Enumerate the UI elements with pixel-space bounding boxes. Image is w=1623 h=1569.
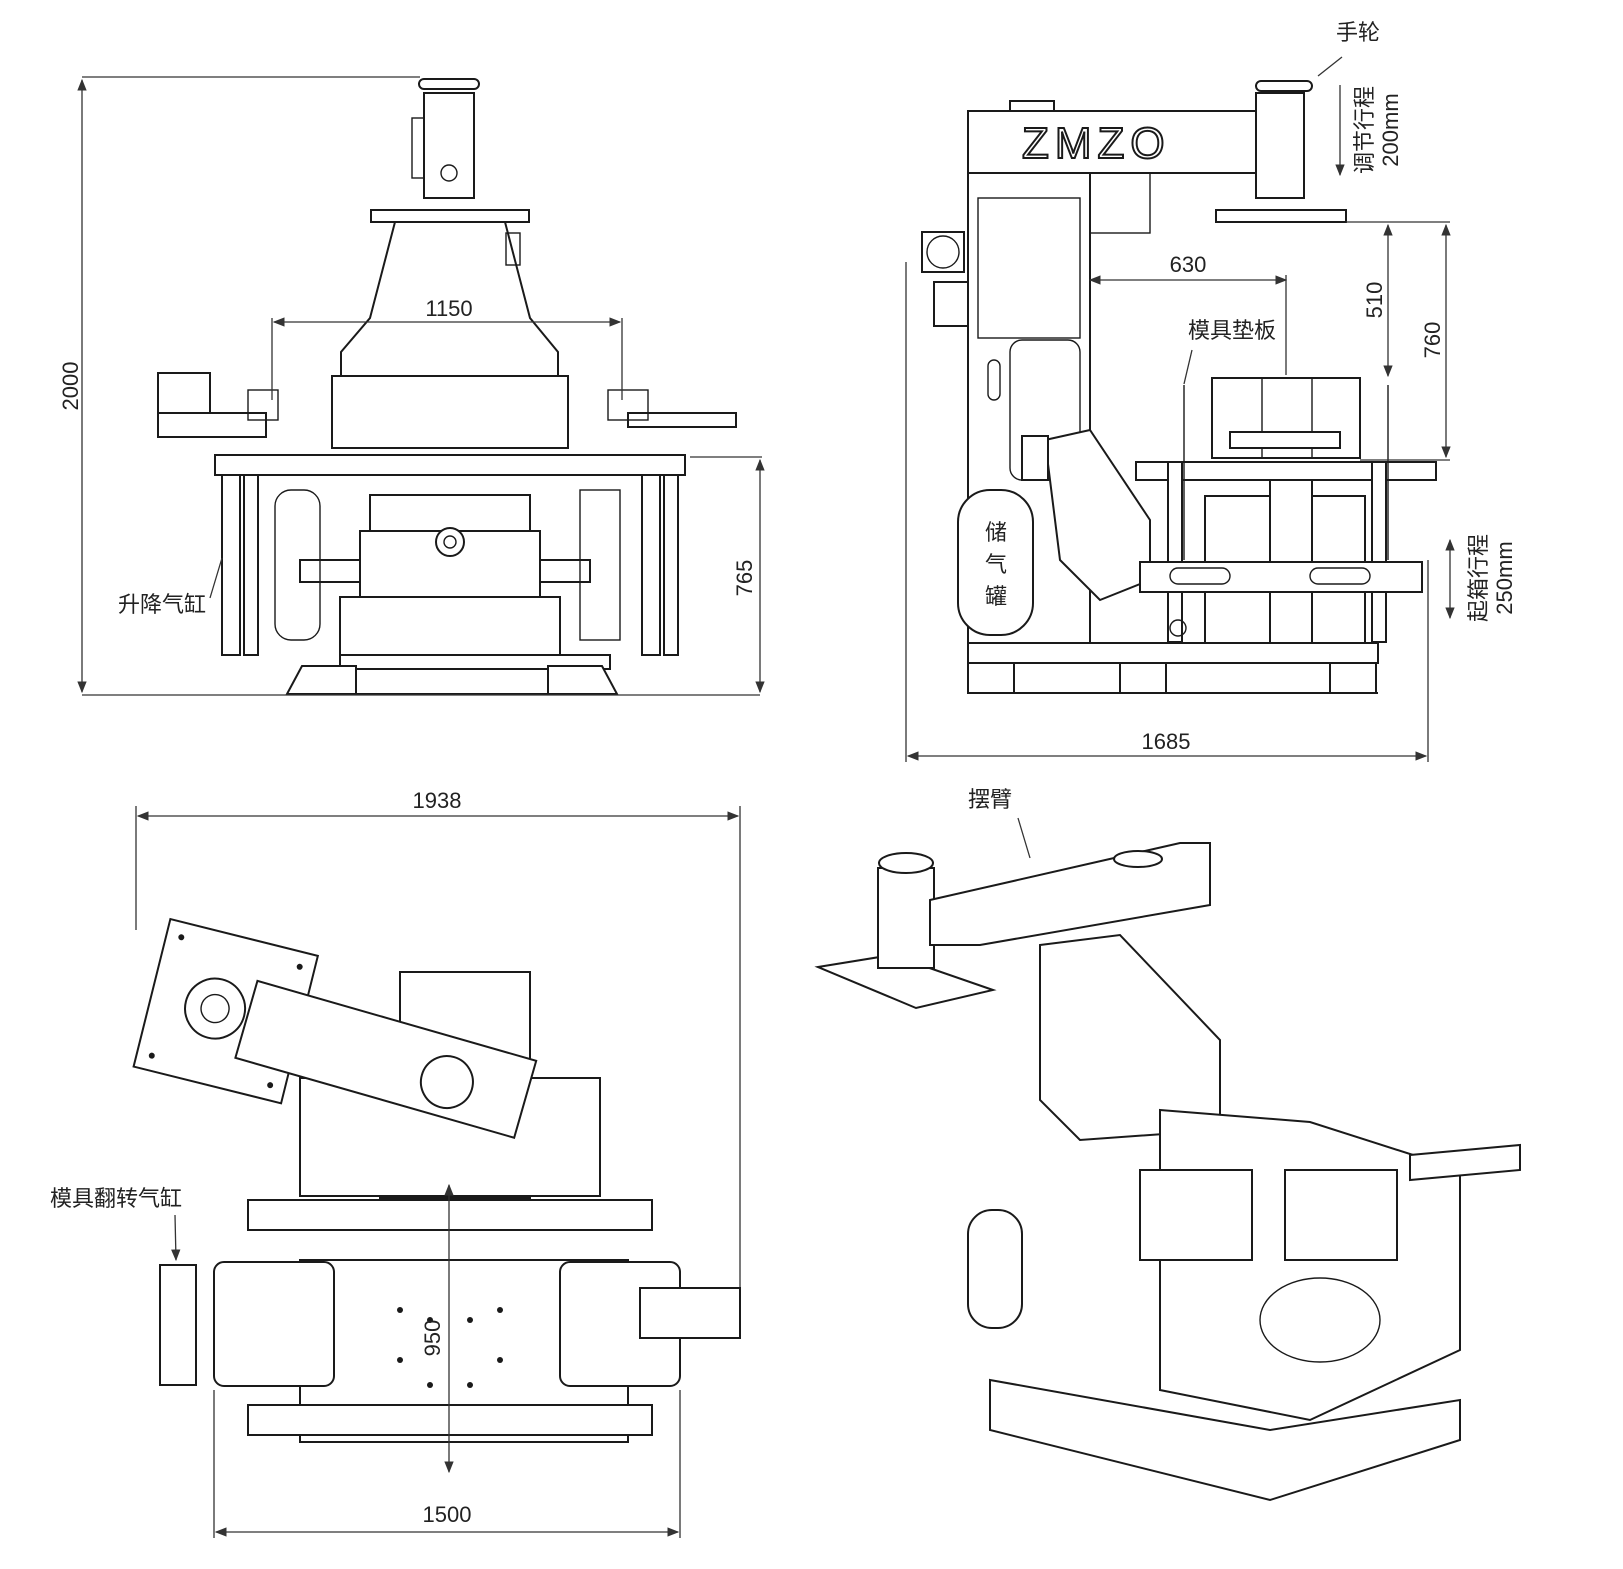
- dim-950: 950: [420, 1320, 445, 1357]
- dim-1685: 1685: [1142, 729, 1191, 754]
- side-view: ZMZO 储 气 罐: [905, 20, 1517, 762]
- top-rivets: [397, 1307, 503, 1388]
- lift-cylinder-label: 升降气缸: [118, 592, 206, 617]
- adjust-stroke-label: 调节行程: [1352, 86, 1377, 174]
- front-work-height-dim: 765: [732, 560, 757, 597]
- dim-1938: 1938: [413, 788, 462, 813]
- strip-stroke-label: 起箱行程: [1466, 534, 1491, 622]
- mold-plate-label: 模具垫板: [1188, 318, 1276, 343]
- front-span-dim: 1150: [425, 296, 472, 321]
- air-tank-label-1: 储: [985, 520, 1007, 545]
- dim-510: 510: [1362, 282, 1387, 319]
- iso-view: 摆臂: [814, 787, 1521, 1502]
- flip-cylinder-label: 模具翻转气缸: [50, 1186, 182, 1211]
- zmzo-logo: ZMZO: [1022, 119, 1171, 168]
- swing-arm-label: 摆臂: [968, 787, 1012, 812]
- adjust-stroke-value: 200mm: [1378, 93, 1403, 166]
- top-view: 1938: [50, 788, 741, 1538]
- air-tank-label-3: 罐: [985, 584, 1007, 609]
- strip-stroke-value: 250mm: [1492, 541, 1517, 614]
- dim-1500: 1500: [423, 1502, 472, 1527]
- air-tank-label-2: 气: [985, 552, 1007, 577]
- handwheel-label: 手轮: [1336, 20, 1380, 45]
- front-height-dim: 2000: [58, 362, 83, 411]
- dim-760: 760: [1420, 322, 1445, 359]
- dim-630: 630: [1170, 252, 1207, 277]
- front-view: 2000 1150 765 升降气缸: [58, 76, 765, 696]
